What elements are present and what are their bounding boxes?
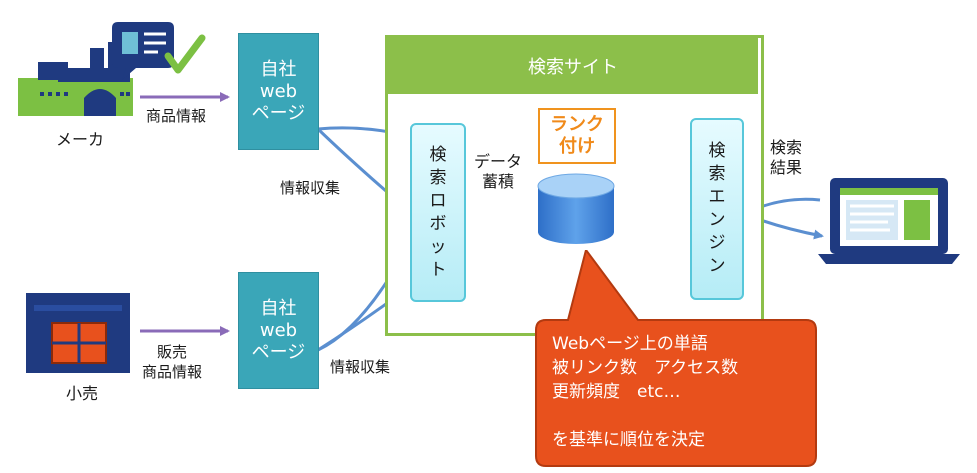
laptop-icon (818, 178, 960, 264)
store-icon (26, 293, 130, 373)
database-icon (537, 173, 615, 244)
maker-label: メーカ (56, 130, 105, 149)
data-store-label: データ 蓄積 (474, 152, 523, 191)
own-web-page-bottom: 自社 web ページ (238, 272, 319, 389)
factory-icon (18, 22, 206, 116)
rank-label: ランク 付け (538, 108, 616, 164)
retailer-label: 小売 (66, 384, 99, 403)
retailer-flow-label: 販売 商品情報 (142, 343, 203, 381)
search-engine-box: 検索 エン ジン (690, 118, 744, 300)
own-web-page-top: 自社 web ページ (238, 33, 319, 150)
collect-label-top: 情報収集 (280, 179, 341, 197)
callout-bubble (535, 250, 817, 467)
search-robot-box: 検索 ロボ ット (410, 123, 466, 302)
collect-label-bottom: 情報収集 (330, 358, 391, 376)
search-result-label: 検索 結果 (770, 138, 803, 177)
maker-flow-label: 商品情報 (146, 107, 207, 125)
callout-text: Webページ上の単語 被リンク数 アクセス数 更新頻度 etc… を基準に順位を… (552, 334, 739, 450)
search-site-title: 検索サイト (388, 38, 758, 94)
